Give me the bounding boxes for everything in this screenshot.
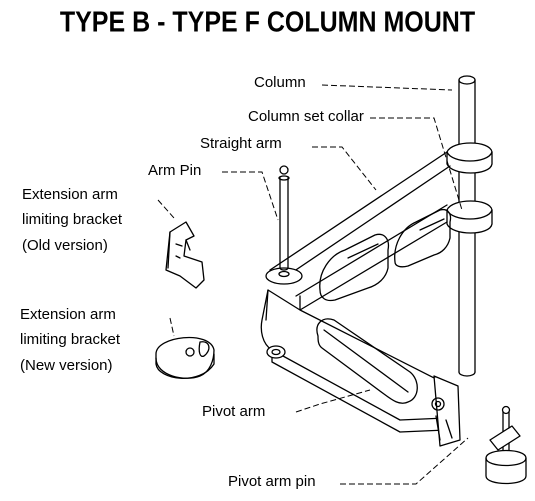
label-pivot-arm: Pivot arm <box>202 403 266 420</box>
label-ext-old-line3: (Old version) <box>22 237 108 254</box>
label-ext-new-line1: Extension arm <box>20 306 116 323</box>
label-arm-pin: Arm Pin <box>148 162 202 179</box>
label-ext-new-line2: limiting bracket <box>20 331 121 348</box>
straight-arm-part <box>265 142 493 311</box>
label-ext-new-line3: (New version) <box>20 357 113 374</box>
label-straight-arm: Straight arm <box>200 135 282 152</box>
label-column-set-collar: Column set collar <box>248 108 364 125</box>
leader-lines <box>157 84 469 485</box>
new-bracket-part <box>155 336 215 379</box>
pivot-arm-part <box>260 289 461 447</box>
label-ext-old-line1: Extension arm <box>22 186 118 203</box>
pivot-pin-part <box>485 405 527 485</box>
diagram-title: TYPE B - TYPE F COLUMN MOUNT <box>59 6 476 39</box>
old-bracket-part <box>165 221 205 289</box>
arm-pin-part <box>278 165 290 271</box>
label-ext-old-line2: limiting bracket <box>22 211 123 228</box>
label-pivot-arm-pin: Pivot arm pin <box>228 473 316 490</box>
label-column: Column <box>254 74 306 91</box>
